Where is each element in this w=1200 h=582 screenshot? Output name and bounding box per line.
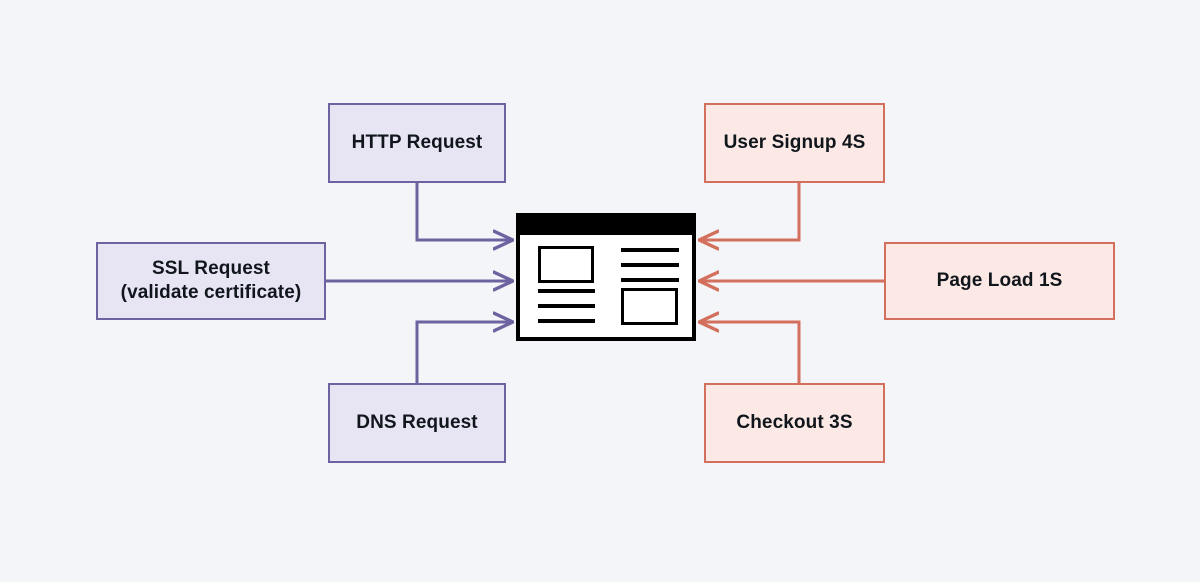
node-ssl-request[interactable]: SSL Request (validate certificate) [96, 242, 326, 320]
webpage-image-block-icon [538, 246, 594, 283]
connector-checkout [700, 322, 801, 383]
webpage-text-line-icon [621, 263, 679, 267]
connector-dns-request [415, 322, 512, 383]
webpage-text-line-icon [621, 278, 679, 282]
node-dns-request-label: DNS Request [356, 412, 478, 434]
node-page-load-label: Page Load 1S [936, 270, 1063, 292]
webpage-text-line-icon [621, 248, 679, 252]
webpage-text-line-icon [538, 304, 595, 308]
node-page-load[interactable]: Page Load 1S [884, 242, 1115, 320]
node-user-signup[interactable]: User Signup 4S [704, 103, 885, 183]
webpage-text-line-icon [538, 289, 595, 293]
node-dns-request[interactable]: DNS Request [328, 383, 506, 463]
node-ssl-request-label: SSL Request (validate certificate) [120, 258, 302, 303]
node-http-request[interactable]: HTTP Request [328, 103, 506, 183]
node-http-request-label: HTTP Request [351, 132, 483, 154]
webpage-header-bar-icon [520, 217, 692, 235]
webpage-icon [516, 213, 696, 341]
node-checkout-label: Checkout 3S [736, 412, 853, 434]
webpage-text-line-icon [538, 319, 595, 323]
node-user-signup-label: User Signup 4S [723, 132, 866, 154]
connector-http-request [415, 183, 512, 240]
webpage-image-block-icon [621, 288, 678, 325]
connector-user-signup [700, 183, 801, 240]
node-checkout[interactable]: Checkout 3S [704, 383, 885, 463]
